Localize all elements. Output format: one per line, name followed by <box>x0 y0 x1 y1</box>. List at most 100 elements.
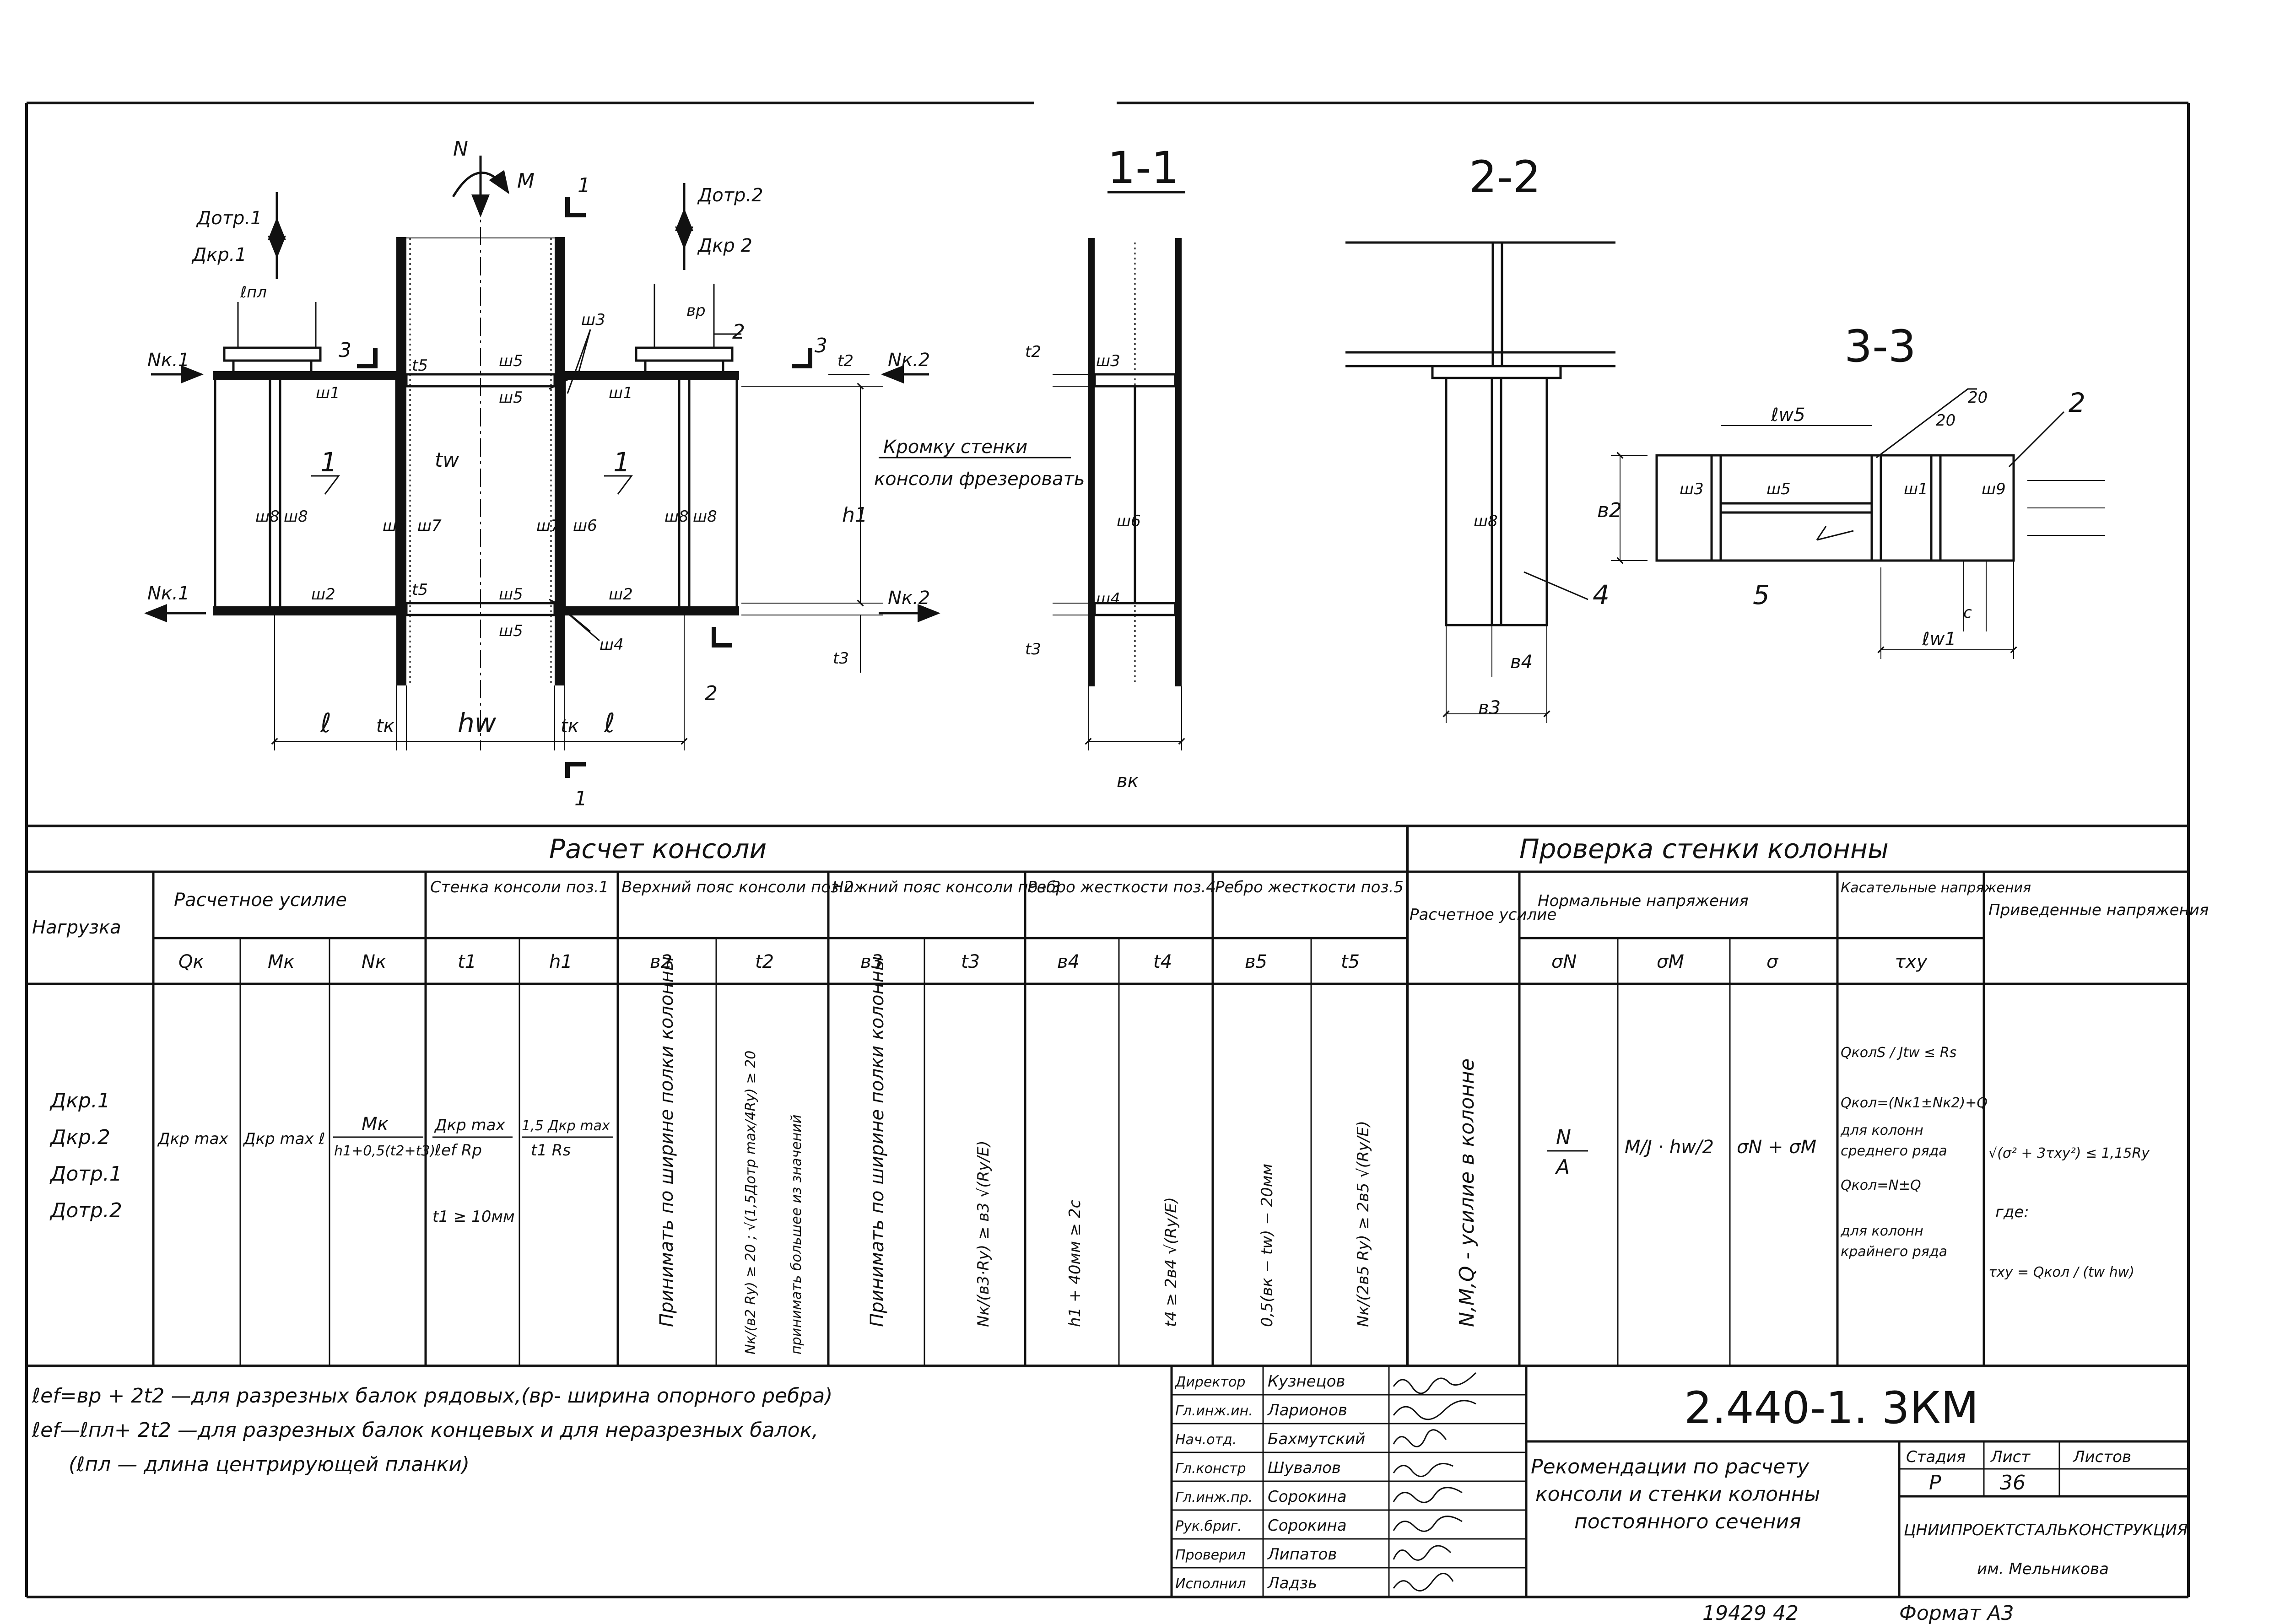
sec11-t2: t2 <box>1025 343 1041 361</box>
label-t3: t3 <box>833 649 849 668</box>
th-reduced: Приведенные напряжения <box>1988 901 2209 919</box>
label-cut2-top: 2 <box>732 320 745 344</box>
tb-title-2: консоли и стенки колонны <box>1535 1483 1820 1506</box>
label-tw: tw <box>435 448 459 472</box>
sec33-angle-a: 20 <box>1968 388 1988 407</box>
section-2-2-title: 2-2 <box>1469 151 1541 203</box>
label-pos1-r: 1 <box>613 447 630 478</box>
table-section-column-check: Проверка стенки колонны <box>1519 833 1889 864</box>
tb-h-sheet: Лист <box>1990 1448 2031 1466</box>
label-w2-l: ш2 <box>311 585 335 604</box>
cell-b3: Принимать по ширине полки колонны <box>867 956 888 1327</box>
table-section-console: Расчет консоли <box>549 833 767 864</box>
th-rib5: Ребро жесткости поз.5 <box>1215 878 1404 896</box>
label-w5-c: ш5 <box>499 585 523 604</box>
cell-mk: Дкр max ℓ <box>243 1130 325 1148</box>
tb-role-6: Проверил <box>1175 1547 1246 1563</box>
dim-tk-left: tк <box>376 716 394 737</box>
tb-title-1: Рекомендации по расчету <box>1531 1455 1810 1478</box>
tb-name-2: Бахмутский <box>1268 1430 1365 1448</box>
th-normal: Нормальные напряжения <box>1538 892 1749 910</box>
label-w6-l: ш6 <box>383 517 407 535</box>
footer-inv: 19429 42 <box>1702 1602 1799 1624</box>
section-2-2: 2-2 ш8 в4 в3 4 <box>1345 151 1615 723</box>
th-rib4: Ребро жесткости поз.4 <box>1027 878 1216 896</box>
cell-sigma: σN + σM <box>1737 1137 1816 1158</box>
cell-tau-1: QколS / Jtw ≤ Rs <box>1841 1045 1956 1061</box>
tb-name-6: Липатов <box>1267 1545 1337 1564</box>
cell-reduced-2: где: <box>1995 1203 2029 1221</box>
label-nk2-bot: Nк.2 <box>888 588 930 609</box>
label-w8-b: ш8 <box>284 507 308 526</box>
cell-reduced-1: √(σ² + 3τxy²) ≤ 1,15Ry <box>1988 1145 2150 1161</box>
label-w1-r: ш1 <box>609 384 633 402</box>
tb-role-1: Гл.инж.ин. <box>1175 1403 1253 1419</box>
main-elevation-labels: N M Дотр.1 Дкр.1 Дотр.2 Дкр 2 ℓпл вр Nк.… <box>147 137 1085 810</box>
tb-org-1: ЦНИИПРОЕКТСТАЛЬКОНСТРУКЦИЯ <box>1904 1521 2188 1539</box>
th-sigma-m: σM <box>1657 951 1684 972</box>
label-pos1-l: 1 <box>320 447 337 478</box>
tb-stage: Р <box>1929 1471 1941 1495</box>
label-t5-top: t5 <box>412 356 428 375</box>
label-w3: ш3 <box>581 311 605 329</box>
label-nk1-top: Nк.1 <box>147 350 189 371</box>
label-d-kr1: Дкр.1 <box>191 244 247 265</box>
tb-role-3: Гл.констр <box>1175 1461 1246 1477</box>
label-cut2-bot: 2 <box>705 682 718 705</box>
sec33-w3: ш3 <box>1680 480 1704 498</box>
tb-h-sheets: Листов <box>2072 1448 2131 1466</box>
label-l-pl: ℓпл <box>240 283 267 302</box>
th-sigma: σ <box>1766 951 1779 972</box>
th-h1: h1 <box>549 951 573 972</box>
label-w7-l: ш7 <box>417 517 442 535</box>
label-cut1-top: 1 <box>578 174 590 197</box>
load-dkr1: Дкр.1 <box>49 1089 110 1112</box>
cell-t5: Nк/(2в5 Ry) ≥ 2в5 √(Ry/E) <box>1354 1121 1372 1327</box>
main-elevation <box>144 156 1071 778</box>
cell-h1-den: t1 Rs <box>531 1141 571 1160</box>
dim-l-left: ℓ <box>320 707 331 739</box>
th-t2: t2 <box>755 951 774 972</box>
tb-name-0: Кузнецов <box>1268 1372 1345 1391</box>
tb-h-stage: Стадия <box>1906 1448 1966 1466</box>
sec33-w1: ш1 <box>1904 480 1928 498</box>
label-d-kr2: Дкр 2 <box>697 235 752 256</box>
tb-role-0: Директор <box>1174 1374 1245 1390</box>
cell-t1-den: ℓef Rр <box>434 1141 482 1160</box>
cell-t2-a: Nк/(в2 Ry) ≥ 20 ; √(1,5Дотр max/4Ry) ≥ 2… <box>743 1051 759 1354</box>
section-1-1: 1-1 t2 t3 ш3 ш4 ш6 вк <box>1025 142 1185 792</box>
tb-name-7: Ладзь <box>1267 1574 1317 1592</box>
cell-b2: Принимать по ширине полки колонны <box>656 956 677 1327</box>
label-nk2-top: Nк.2 <box>888 350 930 371</box>
tb-role-7: Исполнил <box>1175 1576 1246 1592</box>
sec33-pos2: 2 <box>2069 387 2085 418</box>
tb-name-5: Сорокина <box>1268 1516 1347 1535</box>
sec33-lw1: ℓw1 <box>1922 629 1956 650</box>
footer: 19429 42 Формат А3 <box>1702 1602 2014 1624</box>
tb-role-5: Рук.бриг. <box>1175 1518 1242 1534</box>
cell-sigma-n-den: A <box>1555 1155 1570 1179</box>
tb-name-1: Ларионов <box>1267 1401 1347 1419</box>
cell-reduced-3: τxy = Qкол / (tw hw) <box>1988 1264 2134 1280</box>
sec22-b4: в4 <box>1510 652 1533 673</box>
th-bottom-flange: Нижний пояс консоли поз.3 <box>832 878 1061 896</box>
cell-tau-4: среднего ряда <box>1841 1143 1947 1159</box>
label-w5-d: ш5 <box>499 622 523 640</box>
sheet-frame <box>25 102 2190 1598</box>
th-sigma-n: σN <box>1551 951 1577 972</box>
cell-tau-5: Qкол=N±Q <box>1841 1177 1921 1193</box>
th-nk: Nк <box>362 951 386 972</box>
tb-role-2: Нач.отд. <box>1175 1432 1237 1448</box>
tb-name-4: Сорокина <box>1268 1488 1347 1506</box>
label-nk1-bot: Nк.1 <box>147 583 189 604</box>
note-3: (ℓпл — длина центрирующей планки) <box>69 1453 470 1476</box>
label-w8-c: ш8 <box>664 507 689 526</box>
label-d-otp2: Дотр.2 <box>697 185 763 206</box>
th-qk: Qк <box>178 951 204 972</box>
cell-tau-3: для колонн <box>1840 1122 1923 1138</box>
load-dotp2: Дотр.2 <box>49 1199 122 1222</box>
sec33-w9: ш9 <box>1982 480 2006 498</box>
sec33-w5: ш5 <box>1766 480 1791 498</box>
label-w1-l: ш1 <box>316 384 340 402</box>
th-calc-force: Расчетное усилие <box>1410 906 1556 924</box>
